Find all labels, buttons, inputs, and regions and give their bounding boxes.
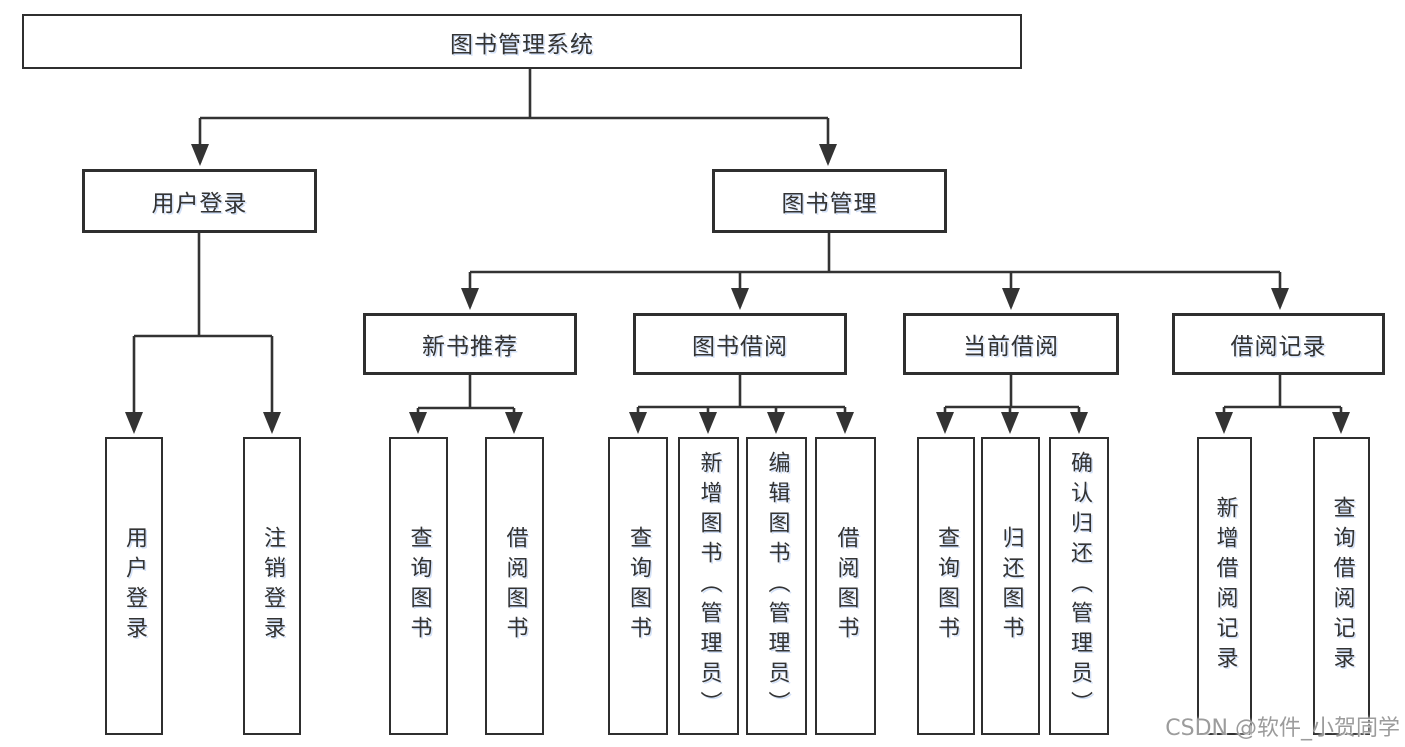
leaf-user-login: 用户登录 <box>105 437 163 735</box>
node-current-borrowing: 当前借阅 <box>903 313 1119 375</box>
node-borrowing-records: 借阅记录 <box>1172 313 1385 375</box>
node-root-system: 图书管理系统 <box>22 14 1022 69</box>
leaf-query-book-recommend: 查询图书 <box>389 437 448 735</box>
node-user-login: 用户登录 <box>82 169 317 233</box>
leaf-query-book-borrowing: 查询图书 <box>608 437 668 735</box>
node-book-management: 图书管理 <box>712 169 947 233</box>
leaf-add-book-admin: 新增图书（管理员） <box>678 437 739 735</box>
leaf-confirm-return-admin: 确认归还（管理员） <box>1049 437 1109 735</box>
node-book-borrowing: 图书借阅 <box>633 313 847 375</box>
leaf-borrow-book-recommend: 借阅图书 <box>485 437 544 735</box>
leaf-borrow-book: 借阅图书 <box>815 437 876 735</box>
leaf-logout: 注销登录 <box>243 437 301 735</box>
leaf-query-borrow-record: 查询借阅记录 <box>1313 437 1370 735</box>
csdn-watermark: CSDN @软件_小贺同学 <box>1165 716 1400 741</box>
node-new-book-recommendation: 新书推荐 <box>363 313 577 375</box>
leaf-query-book-current: 查询图书 <box>917 437 975 735</box>
leaf-add-borrow-record: 新增借阅记录 <box>1197 437 1252 735</box>
leaf-edit-book-admin: 编辑图书（管理员） <box>746 437 807 735</box>
leaf-return-book: 归还图书 <box>981 437 1040 735</box>
